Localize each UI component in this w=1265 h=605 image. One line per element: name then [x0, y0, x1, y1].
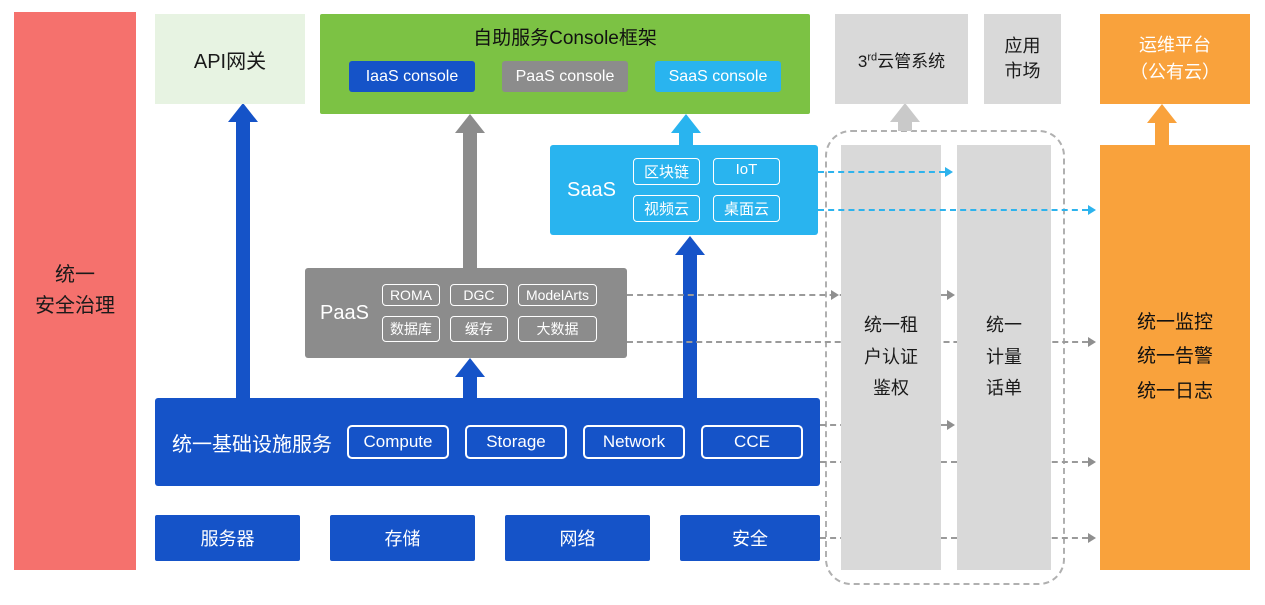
tenant-auth-bar: 统一租 户认证 鉴权: [841, 145, 941, 570]
third-party-cloud-mgmt-label: 3rd云管系统: [858, 47, 945, 72]
iaas-item-network: Network: [583, 425, 685, 459]
paas-box: PaaS ROMA DGC ModelArts 数据库 缓存 大数据: [305, 268, 627, 358]
monitoring-bar: 统一监控 统一告警 统一日志: [1100, 145, 1250, 570]
saas-box: SaaS 区块链 IoT 视频云 桌面云: [550, 145, 818, 235]
arrow-right-icon: [945, 167, 953, 177]
arrow-body: [236, 121, 250, 398]
network-box: 网络: [505, 515, 650, 561]
arrow-body: [463, 132, 477, 268]
paas-item-database: 数据库: [381, 316, 440, 342]
arrow-head-icon: [1147, 104, 1177, 123]
api-gateway-box: API网关: [155, 14, 305, 104]
storage-box: 存储: [330, 515, 475, 561]
ops-platform-box: 运维平台 （公有云）: [1100, 14, 1250, 104]
infrastructure-box: 统一基础设施服务 Compute Storage Network CCE: [155, 398, 820, 486]
saas-item-blockchain: 区块链: [632, 158, 700, 185]
third-party-prefix: 3: [857, 51, 868, 71]
arrow-body: [898, 121, 912, 131]
iaas-item-cce: CCE: [701, 425, 803, 459]
arrow-body: [1155, 122, 1169, 145]
paas-label: PaaS: [320, 301, 369, 324]
infrastructure-items: Compute Storage Network CCE: [347, 425, 803, 459]
paas-item-dgc: DGC: [449, 284, 508, 306]
arrow-head-icon: [455, 114, 485, 133]
iaas-console-button: IaaS console: [349, 61, 475, 92]
paas-item-modelarts: ModelArts: [517, 284, 597, 306]
metering-bar: 统一 计量 话单: [957, 145, 1051, 570]
console-framework-title: 自助服务Console框架: [473, 28, 657, 49]
arrow-head-icon: [890, 103, 920, 122]
console-framework-box: 自助服务Console框架 IaaS console PaaS console …: [320, 14, 810, 114]
paas-items: ROMA DGC ModelArts 数据库 缓存 大数据: [381, 284, 597, 342]
saas-label: SaaS: [567, 178, 616, 201]
console-button-row: IaaS console PaaS console SaaS console: [320, 61, 810, 92]
dashed-line: [818, 209, 1088, 211]
shared-services-dashed-frame: [825, 130, 1065, 585]
arrow-body: [463, 376, 477, 398]
iaas-item-storage: Storage: [465, 425, 567, 459]
arrow-head-icon: [228, 103, 258, 122]
dashed-line: [820, 461, 1088, 463]
dashed-line: [818, 171, 945, 173]
arrow-head-icon: [671, 114, 701, 133]
arrow-right-icon: [1088, 533, 1096, 543]
arrow-right-icon: [1088, 457, 1096, 467]
app-market-box: 应用 市场: [984, 14, 1061, 104]
security-box: 安全: [680, 515, 820, 561]
third-party-cloud-mgmt-box: 3rd云管系统: [835, 14, 968, 104]
dashed-line: [820, 537, 1088, 539]
saas-item-iot: IoT: [712, 158, 780, 185]
arrow-body: [679, 132, 693, 145]
saas-item-desktop-cloud: 桌面云: [712, 195, 780, 222]
arrow-head-icon: [455, 358, 485, 377]
paas-item-bigdata: 大数据: [517, 316, 597, 342]
dashed-line: [627, 294, 947, 296]
arrow-right-icon: [1088, 205, 1096, 215]
arrow-right-icon: [1088, 337, 1096, 347]
infrastructure-label: 统一基础设施服务: [172, 433, 332, 456]
saas-console-button: SaaS console: [655, 61, 781, 92]
arrow-right-icon: [831, 290, 839, 300]
saas-item-video-cloud: 视频云: [632, 195, 700, 222]
arrow-right-icon: [947, 290, 955, 300]
arrow-right-icon: [947, 420, 955, 430]
saas-items: 区块链 IoT 视频云 桌面云: [632, 158, 780, 222]
third-party-suffix: 云管系统: [877, 51, 946, 71]
arrow-head-icon: [675, 236, 705, 255]
arrow-body: [683, 254, 697, 398]
third-party-superscript: rd: [867, 50, 878, 63]
unified-security-governance-bar: 统一 安全治理: [14, 12, 136, 570]
paas-item-cache: 缓存: [449, 316, 508, 342]
server-box: 服务器: [155, 515, 300, 561]
paas-item-roma: ROMA: [381, 284, 440, 306]
paas-console-button: PaaS console: [502, 61, 628, 92]
iaas-item-compute: Compute: [347, 425, 449, 459]
